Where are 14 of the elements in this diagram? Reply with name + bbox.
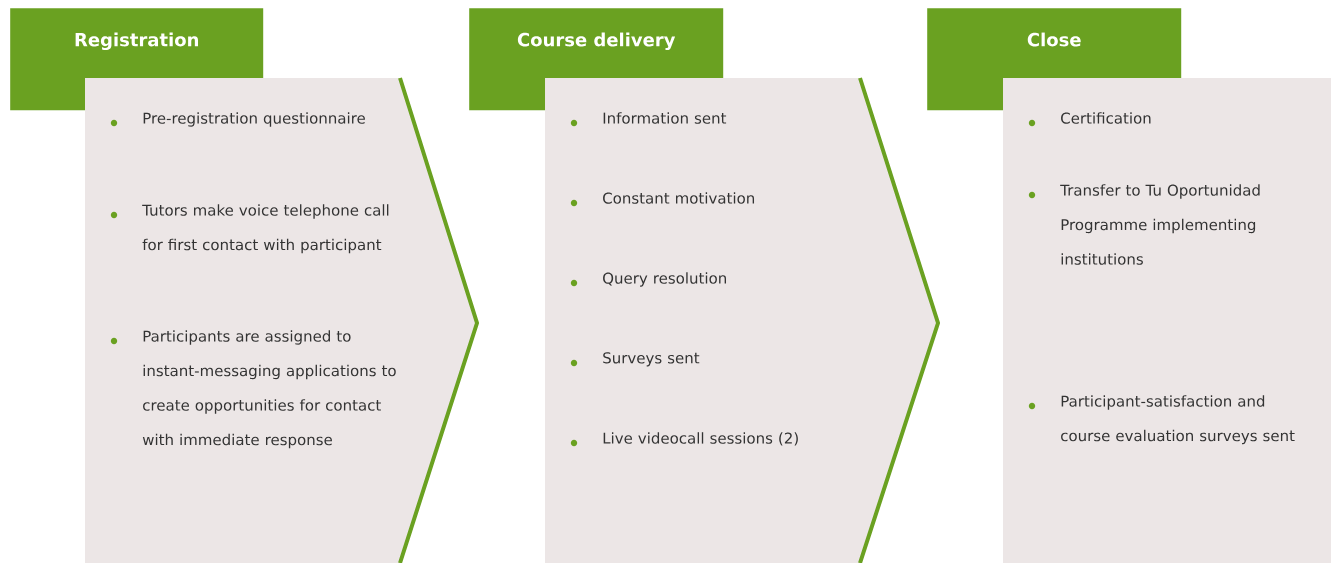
bullet-text: Certification — [1061, 112, 1151, 124]
bullet-text: Information sent — [603, 112, 727, 124]
bullet-text: Surveys sent — [603, 352, 700, 367]
panel — [545, 77, 941, 563]
panel — [1003, 78, 1331, 563]
bullet-text: Tutors make voice telephone call for first contact with participant — [142, 204, 389, 254]
bullet-text: Live videocall sessions (2) — [603, 432, 798, 446]
bullet-text: Participants are assigned to instant-messaging applications to create opportunities for contact with immediate response — [142, 330, 396, 449]
bullet-text: Participant-satisfaction and course evaluation surveys sent — [1061, 395, 1295, 445]
bullet-text: Pre-registration questionnaire — [143, 112, 365, 127]
bullet-text: Constant motivation — [603, 192, 754, 204]
bullet-text: Query resolution — [603, 272, 726, 287]
bullet-text: Transfer to Tu Oportunidad Programme implementing institutions — [1060, 184, 1260, 265]
panel — [85, 77, 480, 563]
